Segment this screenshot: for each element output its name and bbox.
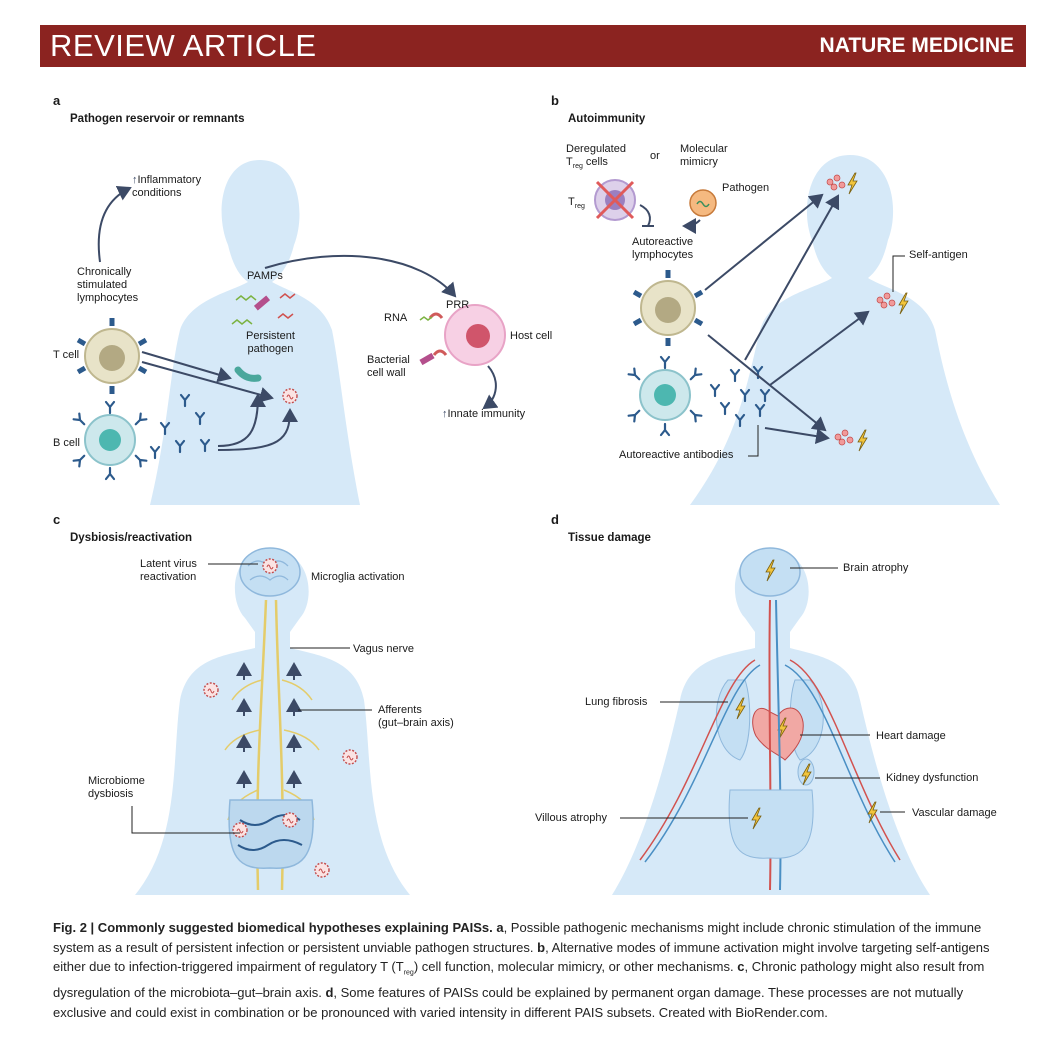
label-deregulated: Deregulated bbox=[566, 143, 626, 155]
label-persistent-pathogen: Persistent pathogen bbox=[246, 330, 295, 355]
label-or: or bbox=[650, 150, 660, 162]
label-bacterial-cell-wall: Bacterial cell wall bbox=[367, 354, 410, 379]
caption-label: Fig. 2 | Commonly suggested biomedical h… bbox=[53, 920, 493, 935]
label-inflammatory: ↑Inflammatory conditions bbox=[132, 174, 202, 199]
label-self-antigen: Self-antigen bbox=[909, 249, 968, 261]
panel-d-graphics bbox=[612, 547, 930, 895]
panel-d-title: Tissue damage bbox=[568, 532, 651, 544]
figure-graphics bbox=[72, 155, 1000, 895]
label-pamps: PAMPs bbox=[247, 270, 283, 282]
label-b-cell: B cell bbox=[53, 437, 80, 449]
label-pathogen: Pathogen bbox=[722, 182, 770, 194]
panel-a-graphics bbox=[72, 160, 506, 505]
label-vagus-nerve: Vagus nerve bbox=[353, 643, 414, 655]
panel-a-letter: a bbox=[53, 93, 61, 108]
panel-c-graphics bbox=[131, 547, 410, 895]
figure-caption: Fig. 2 | Commonly suggested biomedical h… bbox=[53, 920, 990, 1020]
label-lung-fibrosis: Lung fibrosis bbox=[585, 696, 648, 708]
article-type: REVIEW ARTICLE bbox=[50, 28, 317, 63]
label-t-cell: T cell bbox=[53, 349, 80, 361]
label-autoreactive-lymphocytes: Autoreactive lymphocytes bbox=[632, 236, 694, 261]
label-host-cell: Host cell bbox=[510, 330, 553, 342]
panel-b-graphics bbox=[594, 155, 1000, 505]
label-treg-cells: Treg cells bbox=[566, 156, 608, 171]
label-treg: Treg bbox=[568, 196, 585, 211]
label-chronic-lymphocytes: Chronically stimulated lymphocytes bbox=[77, 266, 139, 304]
panel-b-letter: b bbox=[551, 93, 559, 108]
panel-b-title: Autoimmunity bbox=[568, 113, 646, 125]
panel-a-title: Pathogen reservoir or remnants bbox=[70, 113, 245, 125]
label-microglia: Microglia activation bbox=[311, 571, 405, 583]
label-afferents: Afferents (gut–brain axis) bbox=[378, 704, 454, 729]
label-brain-atrophy: Brain atrophy bbox=[843, 562, 909, 574]
label-innate-immunity: ↑Innate immunity bbox=[442, 408, 526, 420]
journal-banner: REVIEW ARTICLE NATURE MEDICINE bbox=[40, 25, 1026, 67]
label-microbiome-dysbiosis: Microbiome dysbiosis bbox=[88, 775, 145, 800]
label-autoreactive-antibodies: Autoreactive antibodies bbox=[619, 449, 734, 461]
panel-c-title: Dysbiosis/reactivation bbox=[70, 532, 193, 544]
label-kidney-dysfunction: Kidney dysfunction bbox=[886, 772, 979, 784]
label-rna: RNA bbox=[384, 312, 408, 324]
label-molecular-mimicry: Molecular mimicry bbox=[680, 143, 728, 168]
label-latent-virus: Latent virus reactivation bbox=[140, 558, 197, 583]
label-vascular-damage: Vascular damage bbox=[912, 807, 997, 819]
label-prr: PRR bbox=[446, 299, 470, 311]
journal-name: NATURE MEDICINE bbox=[819, 34, 1014, 57]
label-heart-damage: Heart damage bbox=[876, 730, 946, 742]
panel-c-letter: c bbox=[53, 512, 61, 527]
label-villous-atrophy: Villous atrophy bbox=[535, 812, 607, 824]
panel-d-letter: d bbox=[551, 512, 559, 527]
